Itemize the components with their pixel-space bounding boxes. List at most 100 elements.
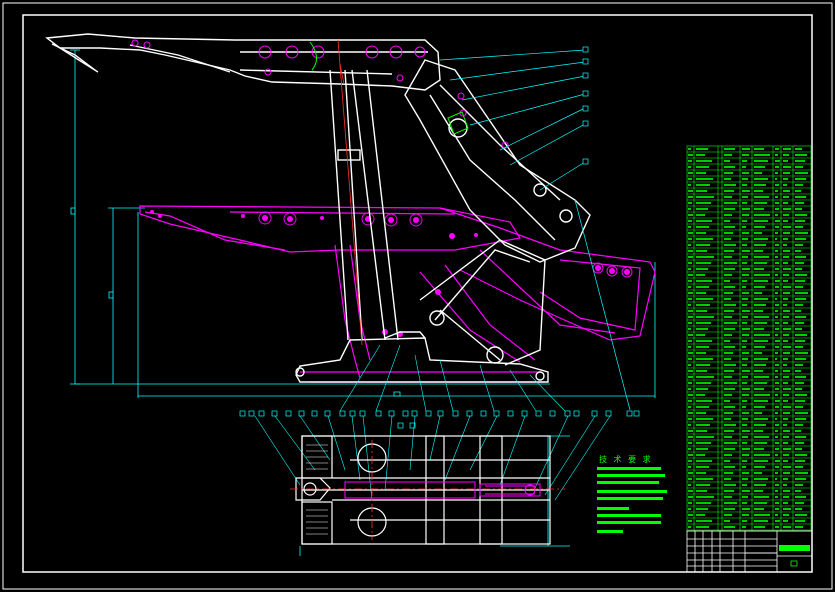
table-cell-mark <box>754 196 769 198</box>
table-cell-mark <box>696 424 710 426</box>
title-block-drawing-number <box>790 560 798 567</box>
table-cell-mark <box>724 442 737 444</box>
table-cell-mark <box>742 442 747 444</box>
table-cell-mark <box>696 526 709 528</box>
table-cell-mark <box>775 526 779 528</box>
table-cell-mark <box>775 460 780 462</box>
table-cell-mark <box>754 220 768 222</box>
table-cell-mark <box>688 148 691 150</box>
table-cell-mark <box>696 352 706 354</box>
table-cell-mark <box>742 412 749 414</box>
table-cell-mark <box>696 334 705 336</box>
table-cell-mark <box>696 256 714 258</box>
table-cell-mark <box>783 358 788 360</box>
table-cell-mark <box>754 154 770 156</box>
inner-drawing-frame <box>22 14 813 573</box>
table-cell-mark <box>775 238 777 240</box>
table-cell-mark <box>754 352 762 354</box>
table-cell-mark <box>754 394 770 396</box>
table-cell-mark <box>696 190 707 192</box>
table-cell-mark <box>754 232 762 234</box>
table-cell-mark <box>783 268 791 270</box>
table-cell-mark <box>724 166 735 168</box>
table-cell-mark <box>783 442 788 444</box>
table-cell-mark <box>775 520 780 522</box>
table-cell-mark <box>688 202 692 204</box>
table-cell-mark <box>688 298 692 300</box>
table-cell-mark <box>742 418 748 420</box>
table-cell-mark <box>742 352 749 354</box>
table-cell-mark <box>742 370 750 372</box>
table-cell-mark <box>754 370 763 372</box>
table-cell-mark <box>696 502 711 504</box>
table-cell-mark <box>724 340 730 342</box>
table-cell-mark <box>742 388 750 390</box>
table-cell-mark <box>775 208 779 210</box>
table-cell-mark <box>742 328 750 330</box>
table-cell-mark <box>724 208 735 210</box>
table-cell-mark <box>795 268 802 270</box>
table-cell-mark <box>783 160 788 162</box>
table-cell-mark <box>775 298 777 300</box>
table-cell-mark <box>688 184 691 186</box>
table-cell-mark <box>783 454 789 456</box>
table-cell-mark <box>724 304 736 306</box>
table-cell-mark <box>688 166 691 168</box>
table-cell-mark <box>783 448 791 450</box>
table-cell-mark <box>696 514 705 516</box>
table-cell-mark <box>795 490 801 492</box>
table-cell-mark <box>688 244 691 246</box>
table-cell-mark <box>754 310 763 312</box>
table-cell-mark <box>724 436 732 438</box>
table-cell-mark <box>688 376 693 378</box>
table-cell-mark <box>775 388 779 390</box>
table-cell-mark <box>696 436 714 438</box>
table-cell-mark <box>775 172 778 174</box>
table-cell-mark <box>754 430 763 432</box>
table-cell-mark <box>688 322 692 324</box>
table-cell-mark <box>742 208 750 210</box>
support-lowered-position <box>139 205 656 383</box>
table-cell-mark <box>742 448 750 450</box>
table-cell-mark <box>783 322 788 324</box>
table-cell-mark <box>696 250 707 252</box>
table-cell-mark <box>754 490 763 492</box>
table-cell-mark <box>775 280 780 282</box>
table-cell-mark <box>775 310 778 312</box>
table-cell-mark <box>754 454 770 456</box>
table-cell-mark <box>724 490 734 492</box>
table-cell-mark <box>696 520 712 522</box>
table-cell-mark <box>742 154 749 156</box>
table-cell-mark <box>795 466 803 468</box>
table-cell-mark <box>742 310 750 312</box>
table-cell-mark <box>783 412 790 414</box>
table-cell-mark <box>696 292 706 294</box>
table-cell-mark <box>688 418 692 420</box>
table-cell-mark <box>775 352 778 354</box>
table-cell-mark <box>696 322 711 324</box>
table-cell-mark <box>754 328 764 330</box>
table-cell-mark <box>754 382 767 384</box>
table-cell-mark <box>754 304 766 306</box>
table-cell-mark <box>724 508 735 510</box>
table-cell-mark <box>688 232 693 234</box>
table-cell-mark <box>775 436 778 438</box>
table-cell-mark <box>775 376 778 378</box>
table-cell-mark <box>724 202 737 204</box>
table-cell-mark <box>783 292 790 294</box>
table-cell-mark <box>742 190 750 192</box>
table-cell-mark <box>742 508 750 510</box>
table-cell-mark <box>696 286 709 288</box>
title-block-drawing-name <box>779 545 810 551</box>
table-cell-mark <box>742 472 749 474</box>
table-cell-mark <box>795 376 806 378</box>
table-cell-mark <box>754 520 768 522</box>
table-cell-mark <box>795 208 802 210</box>
table-cell-mark <box>688 496 693 498</box>
table-cell-mark <box>742 184 747 186</box>
table-cell-mark <box>783 262 788 264</box>
table-cell-mark <box>696 238 713 240</box>
table-cell-mark <box>742 172 749 174</box>
table-cell-mark <box>724 520 730 522</box>
table-cell-mark <box>696 358 713 360</box>
